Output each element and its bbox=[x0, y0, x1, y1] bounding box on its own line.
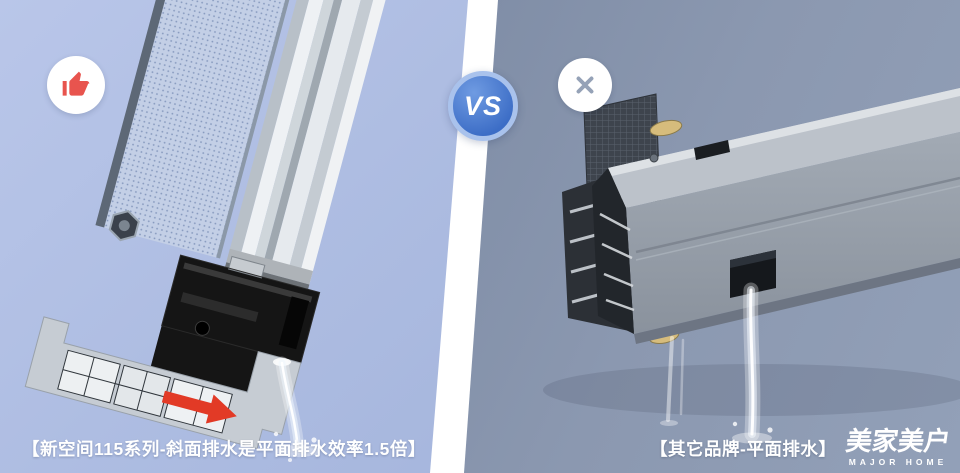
right-panel bbox=[464, 0, 960, 473]
left-window-render bbox=[24, 0, 422, 462]
sash-profile bbox=[150, 254, 321, 393]
roller-top bbox=[649, 119, 683, 137]
insect-mesh-screen bbox=[95, 0, 329, 259]
water-stream-left bbox=[273, 356, 320, 462]
hex-nut-icon bbox=[108, 210, 140, 242]
water-stream-right bbox=[660, 282, 773, 450]
cross-badge bbox=[558, 58, 612, 112]
brand-logo: 美家美户 MAJOR HOME bbox=[843, 425, 953, 467]
thumbs-up-badge bbox=[47, 56, 105, 114]
left-panel bbox=[0, 0, 468, 473]
vs-label: VS bbox=[463, 90, 503, 121]
right-window-render bbox=[543, 88, 960, 450]
frame-body bbox=[592, 88, 960, 345]
brand-name: 美家美户 bbox=[843, 425, 953, 456]
ground-shadow bbox=[543, 364, 960, 416]
brand-tagline: MAJOR HOME bbox=[848, 457, 948, 467]
top-vent bbox=[694, 140, 730, 160]
screw bbox=[649, 153, 659, 163]
left-caption: 【新空间115系列-斜面排水是平面排水效率1.5倍】 bbox=[22, 439, 426, 459]
thumbs-up-icon bbox=[62, 71, 90, 96]
drainage-slope-arrow bbox=[161, 390, 237, 424]
vs-badge: VS bbox=[448, 71, 518, 141]
right-caption: 【其它品牌-平面排水】 bbox=[650, 439, 837, 459]
cross-icon bbox=[576, 76, 594, 94]
